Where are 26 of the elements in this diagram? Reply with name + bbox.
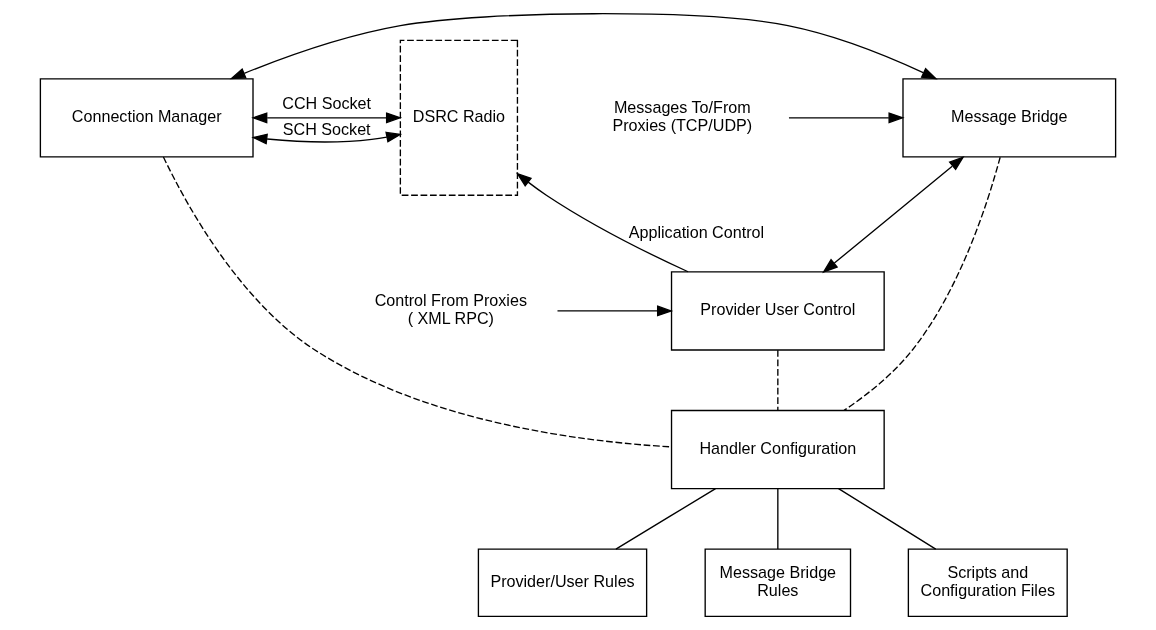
edge-label: CCH Socket: [282, 94, 372, 113]
arrow: [515, 172, 689, 273]
node-text: Messages To/From Proxies (TCP/UDP): [612, 98, 753, 134]
connector: [615, 487, 717, 550]
arrow: [556, 305, 674, 317]
node-box: Scripts and Configuration Files: [907, 548, 1068, 618]
connector: [777, 487, 779, 550]
node-box: Provider User Control: [670, 271, 885, 351]
node-box: Connection Manager: [39, 78, 254, 158]
node-box: Provider/User Rules: [477, 548, 648, 618]
arrow: [251, 112, 403, 124]
arrow: [251, 131, 403, 145]
connector: [162, 156, 672, 448]
connector: [843, 156, 1001, 412]
arrow: [822, 155, 965, 274]
node-box: Message Bridge: [902, 78, 1117, 158]
node-box: Handler Configuration: [670, 409, 885, 490]
edge-label: Application Control: [628, 222, 765, 241]
connector: [837, 487, 937, 550]
node-box: Message Bridge Rules: [704, 548, 852, 618]
connector: [777, 349, 779, 411]
node-box: DSRC Radio: [399, 39, 519, 196]
arrow: [788, 112, 905, 124]
arrow: [229, 13, 938, 80]
edge-label: SCH Socket: [282, 119, 371, 138]
node-text: Control From Proxies ( XML RPC): [374, 291, 527, 327]
